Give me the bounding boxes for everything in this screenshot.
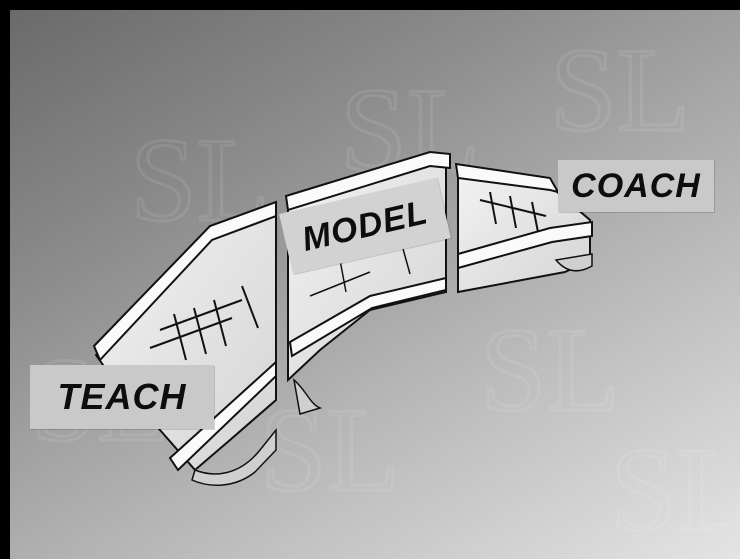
teach-label: TEACH — [30, 365, 214, 429]
coach-label: COACH — [558, 160, 714, 212]
coach-label-text: COACH — [571, 167, 701, 206]
bridge-illustration — [10, 10, 740, 559]
teach-label-text: TEACH — [58, 376, 187, 418]
segment-gaps — [276, 160, 288, 460]
bridge-segment-left — [94, 202, 276, 485]
illustration-panel: SL SL SL SL SL SL SL — [10, 10, 740, 559]
